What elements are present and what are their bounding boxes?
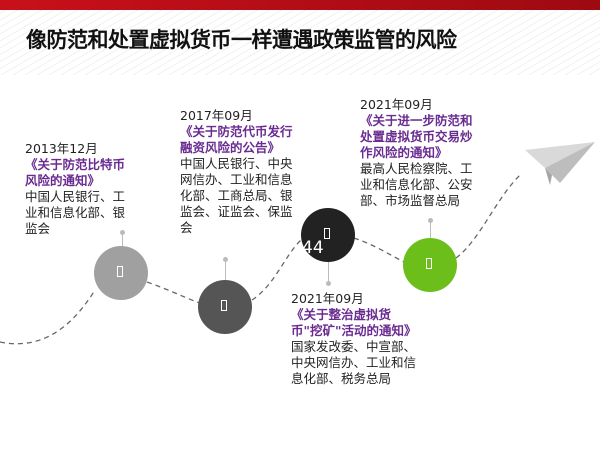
event-date: 2013年12月 bbox=[25, 141, 98, 156]
event-agencies: 中国人民银行、工业和信息化部、银监会 bbox=[25, 189, 126, 236]
page-title: 像防范和处置虚拟货币一样遭遇政策监管的风险 bbox=[26, 28, 457, 52]
marker-dot-4 bbox=[428, 218, 433, 223]
event-document: 《关于防范比特币风险的通知》 bbox=[25, 157, 126, 188]
placeholder-icon bbox=[221, 300, 227, 311]
timeline-node-2021-mining bbox=[301, 208, 355, 262]
event-2021-trading: 2021年09月 《关于进一步防范和处置虚拟货币交易炒作风险的通知》 最高人民检… bbox=[360, 97, 482, 209]
event-document: 《关于防范代币发行融资风险的公告》 bbox=[180, 124, 293, 155]
event-document: 《关于整治虚拟货币"挖矿"活动的通知》 bbox=[291, 307, 417, 338]
timeline-node-2017 bbox=[198, 280, 252, 334]
top-red-bar bbox=[0, 0, 600, 10]
stem-1 bbox=[122, 233, 123, 247]
event-2013: 2013年12月 《关于防范比特币风险的通知》 中国人民银行、工业和信息化部、银… bbox=[25, 141, 135, 237]
event-agencies: 中国人民银行、中央网信办、工业和信息化部、工商总局、银监会、证监会、保监会 bbox=[180, 156, 293, 235]
placeholder-icon bbox=[426, 258, 432, 269]
marker-dot-2 bbox=[223, 257, 228, 262]
marker-dot-1 bbox=[120, 230, 125, 235]
timeline-node-2013 bbox=[94, 246, 148, 300]
event-date: 2017年09月 bbox=[180, 108, 253, 123]
event-2021-mining: 2021年09月 《关于整治虚拟货币"挖矿"活动的通知》 国家发改委、中宣部、中… bbox=[291, 291, 417, 387]
stray-text: 44 bbox=[302, 238, 324, 258]
event-date: 2021年09月 bbox=[360, 97, 433, 112]
event-agencies: 最高人民检察院、工业和信息化部、公安部、市场监督总局 bbox=[360, 161, 473, 208]
marker-dot-3 bbox=[326, 281, 331, 286]
placeholder-icon bbox=[324, 228, 330, 239]
event-2017: 2017年09月 《关于防范代币发行融资风险的公告》 中国人民银行、中央网信办、… bbox=[180, 108, 302, 236]
event-agencies: 国家发改委、中宣部、中央网信办、工业和信息化部、税务总局 bbox=[291, 339, 417, 386]
stem-2 bbox=[225, 260, 226, 280]
stem-4 bbox=[430, 221, 431, 239]
paper-plane-icon bbox=[525, 142, 595, 185]
event-document: 《关于进一步防范和处置虚拟货币交易炒作风险的通知》 bbox=[360, 113, 473, 160]
stem-3 bbox=[328, 260, 329, 282]
header-stripes bbox=[0, 10, 600, 75]
placeholder-icon bbox=[117, 266, 123, 277]
event-date: 2021年09月 bbox=[291, 291, 364, 306]
timeline-node-2021-trading bbox=[403, 238, 457, 292]
